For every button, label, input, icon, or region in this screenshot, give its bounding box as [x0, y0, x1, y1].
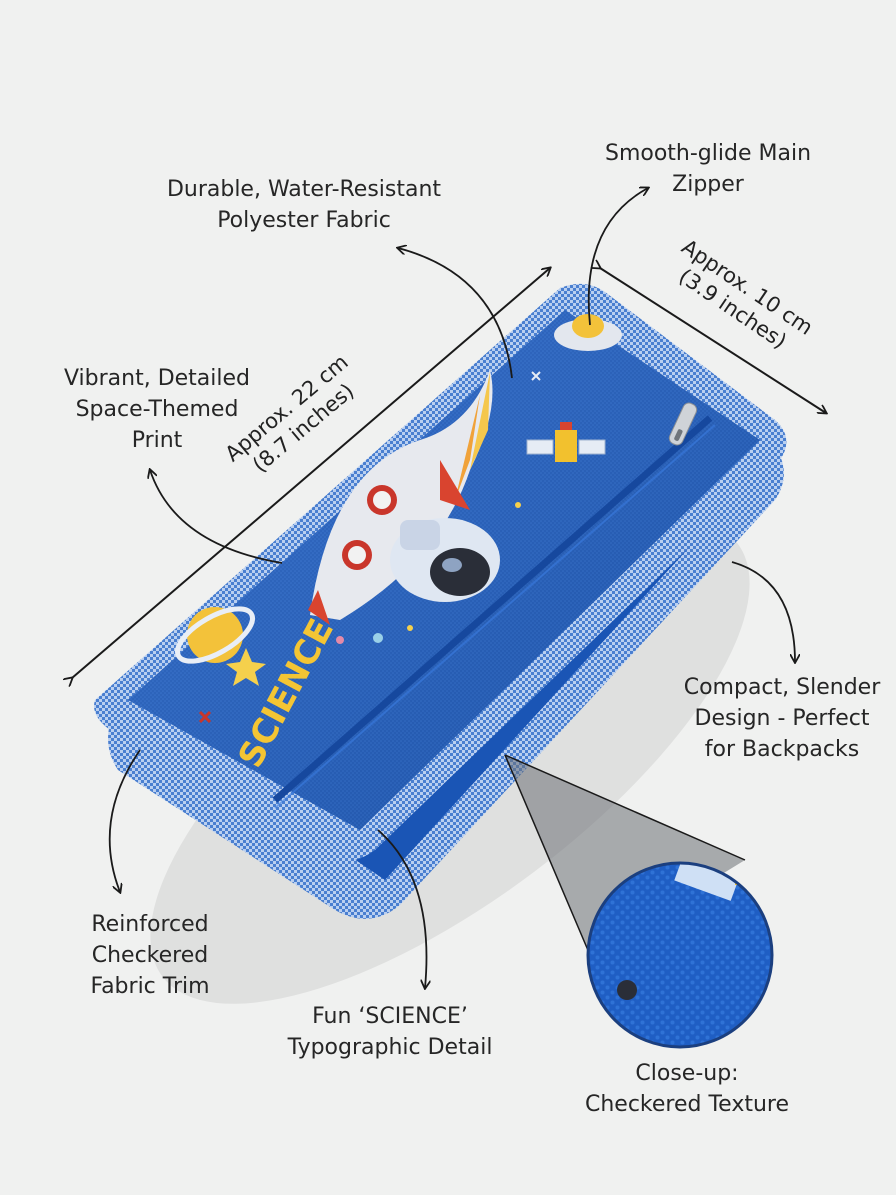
trim-label: Reinforced Checkered Fabric Trim: [90, 912, 210, 999]
length-dimension-line: [72, 268, 550, 678]
science-label: Fun ‘SCIENCE’ Typographic Detail: [287, 1004, 493, 1060]
fabric-arrow: [398, 248, 513, 379]
fabric-label: Durable, Water-Resistant Polyester Fabri…: [166, 177, 442, 233]
print-arrow: [150, 470, 283, 564]
astronaut-icon: [390, 518, 500, 602]
design-arrow: [731, 561, 795, 662]
closeup-label: Close-up: Checkered Texture: [584, 1061, 789, 1117]
zipper-arrow: [587, 188, 648, 326]
width-dimension-line: [600, 268, 826, 413]
science-arrow: [377, 829, 426, 988]
design-label: Compact, Slender Design - Perfect for Ba…: [683, 675, 881, 762]
print-label: Vibrant, Detailed Space-Themed Print: [63, 366, 251, 453]
closeup-connector: [505, 755, 745, 955]
zipper-label: Smooth-glide Main Zipper: [604, 141, 812, 197]
trim-arrow: [108, 749, 141, 892]
